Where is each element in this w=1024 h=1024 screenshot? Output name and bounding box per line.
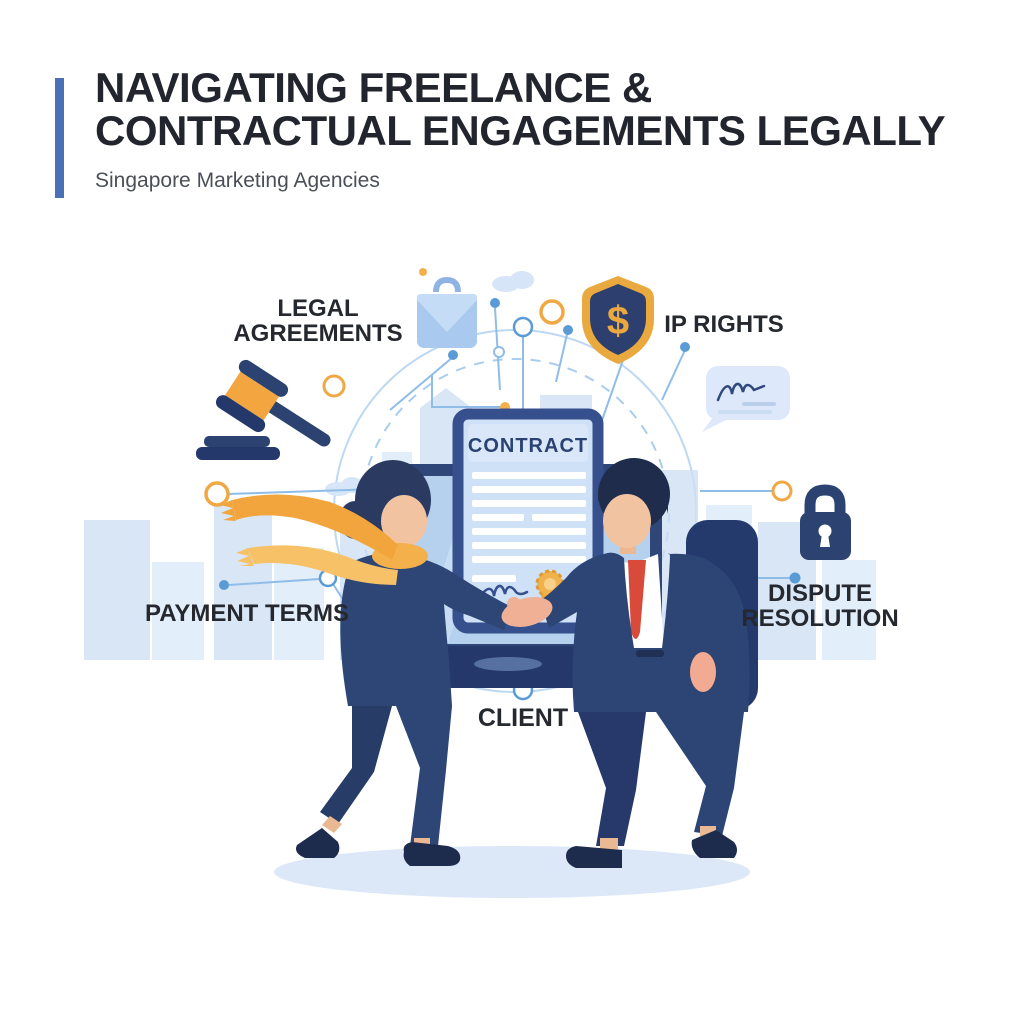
label-ip-rights: IP RIGHTS (664, 311, 784, 338)
diagram-labels: LEGAL AGREEMENTS IP RIGHTS PAYMENT TERMS… (145, 295, 899, 732)
label-client: CLIENT (478, 704, 568, 732)
label-payment-terms: PAYMENT TERMS (145, 600, 349, 627)
signature-scribble (476, 584, 529, 604)
label-legal-agreements-line1: LEGAL (277, 295, 358, 322)
label-legal-agreements-line2: AGREEMENTS (233, 320, 402, 347)
page-header: NAVIGATING FREELANCE & CONTRACTUAL ENGAG… (95, 66, 955, 193)
page-title-line2: CONTRACTUAL ENGAGEMENTS LEGALLY (95, 107, 946, 154)
gavel-icon (196, 359, 331, 460)
tie (628, 560, 646, 639)
accent-bar (55, 78, 64, 198)
shield-dollar-icon: $ (582, 276, 654, 364)
label-dispute-resolution-line1: DISPUTE (768, 580, 872, 607)
client-figure (540, 458, 750, 868)
handshake (501, 597, 553, 627)
page-subtitle: Singapore Marketing Agencies (95, 169, 380, 192)
padlock-icon (800, 484, 851, 560)
briefcase-icon (417, 276, 477, 348)
page-title-line1: NAVIGATING FREELANCE & (95, 64, 652, 111)
contract-title: CONTRACT (468, 435, 588, 457)
dollar-symbol: $ (607, 299, 629, 343)
freelancer-figure (220, 460, 512, 866)
ground-shadow (274, 846, 750, 898)
scarf (220, 494, 428, 585)
label-dispute-resolution-line2: RESOLUTION (741, 605, 898, 632)
signature-note-icon (702, 366, 790, 432)
cloud-icon (325, 271, 534, 496)
